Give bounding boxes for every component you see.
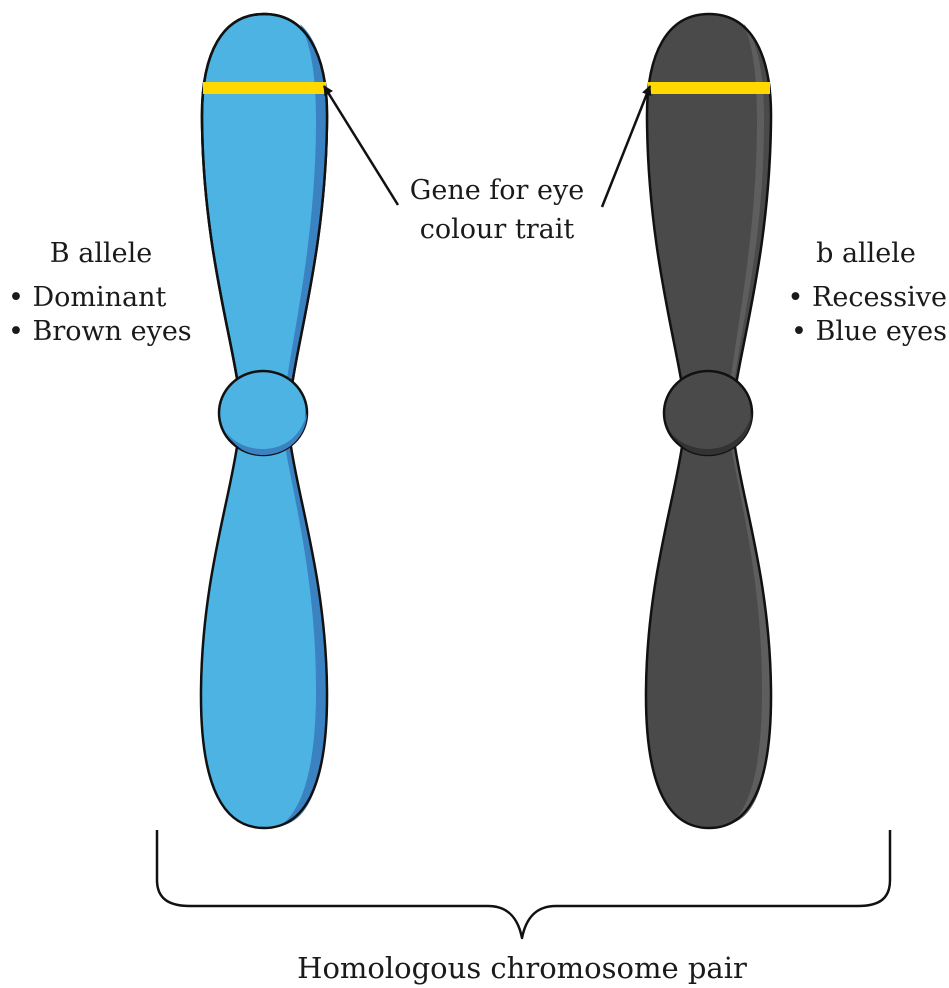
left-chromosome-top-arm	[202, 14, 327, 385]
right-allele-bullet-recessive: • Recessive	[788, 282, 948, 313]
right-chromosome-top-arm	[647, 14, 771, 385]
left-chromosome-bottom-arm	[201, 440, 327, 828]
right-chromosome	[646, 14, 771, 828]
right-chromosome-bottom-arm	[646, 440, 771, 828]
left-allele-title: B allele	[50, 238, 152, 269]
left-gene-band	[203, 82, 326, 94]
arrow-to-right-gene	[602, 86, 650, 207]
arrow-to-left-gene	[324, 86, 398, 205]
right-allele-bullet-blue-eyes: • Blue eyes	[791, 316, 947, 347]
left-allele-bullet-brown-eyes: • Brown eyes	[8, 316, 192, 347]
gene-label-line1: Gene for eye	[410, 175, 584, 206]
diagram-caption: Homologous chromosome pair	[297, 951, 747, 985]
gene-label-line2: colour trait	[420, 214, 575, 245]
left-chromosome	[201, 14, 327, 828]
pair-brace	[157, 830, 890, 938]
left-allele-bullet-dominant: • Dominant	[8, 282, 167, 313]
right-gene-band	[648, 82, 770, 94]
right-allele-title: b allele	[816, 238, 916, 269]
